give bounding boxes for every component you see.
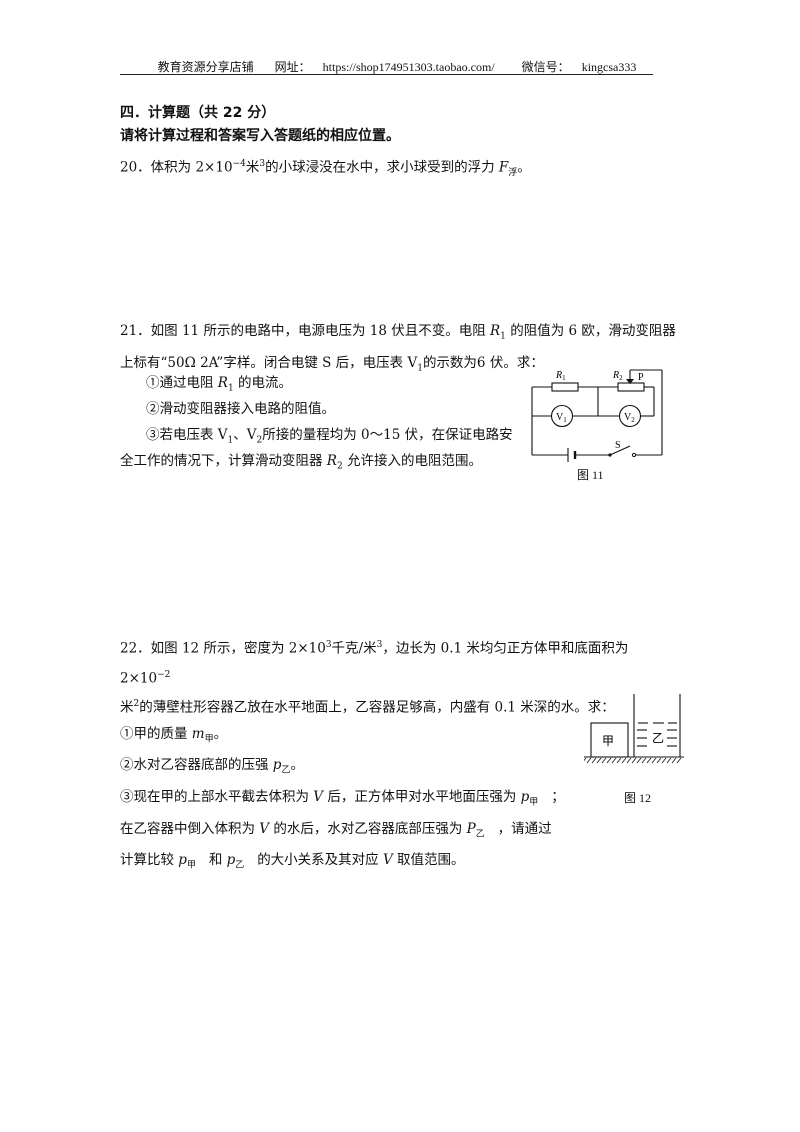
shop-name: 教育资源分享店铺	[157, 60, 254, 74]
q21-part-1: ①通过电阻 R1 的电流。	[146, 375, 292, 394]
section-instruction: 请将计算过程和答案写入答题纸的相应位置。	[120, 128, 400, 144]
q21-part-3-cont: 全工作的情况下，计算滑动变阻器 R2 允许接入的电阻范围。	[120, 453, 482, 472]
label-v1: V1	[556, 412, 567, 424]
q22-part-2: ②水对乙容器底部的压强 p乙。	[120, 757, 304, 776]
resistor-r1	[551, 382, 579, 392]
circuit-diagram: R1 R2 P V1 V2 S	[531, 369, 663, 462]
wechat-label: 微信号：	[521, 60, 570, 74]
q22-part-3-cont: 在乙容器中倒入体积为 V 的水后，水对乙容器底部压强为 P乙 ，请通过	[120, 820, 552, 840]
question-20: 20．体积为 2×10−4米3的小球浸没在水中，求小球受到的浮力 F浮。	[120, 159, 531, 179]
label-r1: R1	[555, 370, 566, 382]
label-yi: 乙	[652, 731, 664, 745]
shop-url[interactable]: https://shop174951303.taobao.com/	[322, 60, 495, 74]
page-header: 教育资源分享店铺 网址： https://shop174951303.taobao…	[0, 58, 800, 75]
question-21: 21．如图 11 所示的电路中，电源电压为 18 伏且不变。电阻 R1 的阻值为…	[120, 318, 680, 381]
label-v2: V2	[624, 412, 635, 424]
ground-hatching	[584, 757, 682, 764]
figure-12-caption: 图 12	[624, 791, 652, 805]
q22-part-3-end: 计算比较 p甲 和 p乙 的大小关系及其对应 V 取值范围。	[120, 852, 465, 871]
url-label: 网址：	[274, 60, 311, 74]
figure-11-caption: 图 11	[577, 468, 604, 482]
section-title: 四．计算题（共 22 分）	[120, 105, 276, 121]
voltmeter-v1	[550, 404, 574, 428]
slider-arrow-icon	[626, 379, 634, 384]
voltmeter-v2	[618, 404, 642, 428]
q22-part-3: ③现在甲的上部水平截去体积为 V 后，正方体甲对水平地面压强为 p甲 ；	[120, 788, 565, 808]
q21-line-2: 上标有“50Ω 2A”字样。闭合电键 S 后，电压表 V1的示数为6 伏。求：	[120, 354, 544, 374]
label-s: S	[615, 440, 621, 451]
q22-line-1: 22．如图 12 所示，密度为 2×103千克/米3，边长为 0.1 米均匀正方…	[120, 640, 629, 686]
q22-part-1: ①甲的质量 m甲。	[120, 725, 228, 745]
q21-part-2: ②滑动变阻器接入电路的阻值。	[146, 401, 335, 417]
q21-line-1: 21．如图 11 所示的电路中，电源电压为 18 伏且不变。电阻 R1 的阻值为…	[120, 323, 676, 342]
q22-line-2: 米2的薄壁柱形容器乙放在水平地面上，乙容器足够高，内盛有 0.1 米深的水。求：	[120, 699, 615, 716]
label-p: P	[638, 372, 644, 383]
header-divider	[120, 74, 653, 75]
wechat-id: kingcsa333	[581, 60, 637, 74]
label-jia: 甲	[602, 734, 614, 748]
q21-part-3: ③若电压表 V1、V2所接的量程均为 0～15 伏，在保证电路安	[146, 427, 513, 446]
rheostat-r2	[617, 382, 645, 392]
container-diagram: 甲 乙	[584, 694, 684, 764]
label-r2: R2	[612, 370, 623, 382]
question-22: 22．如图 12 所示，密度为 2×103千克/米3，边长为 0.1 米均匀正方…	[120, 632, 680, 879]
